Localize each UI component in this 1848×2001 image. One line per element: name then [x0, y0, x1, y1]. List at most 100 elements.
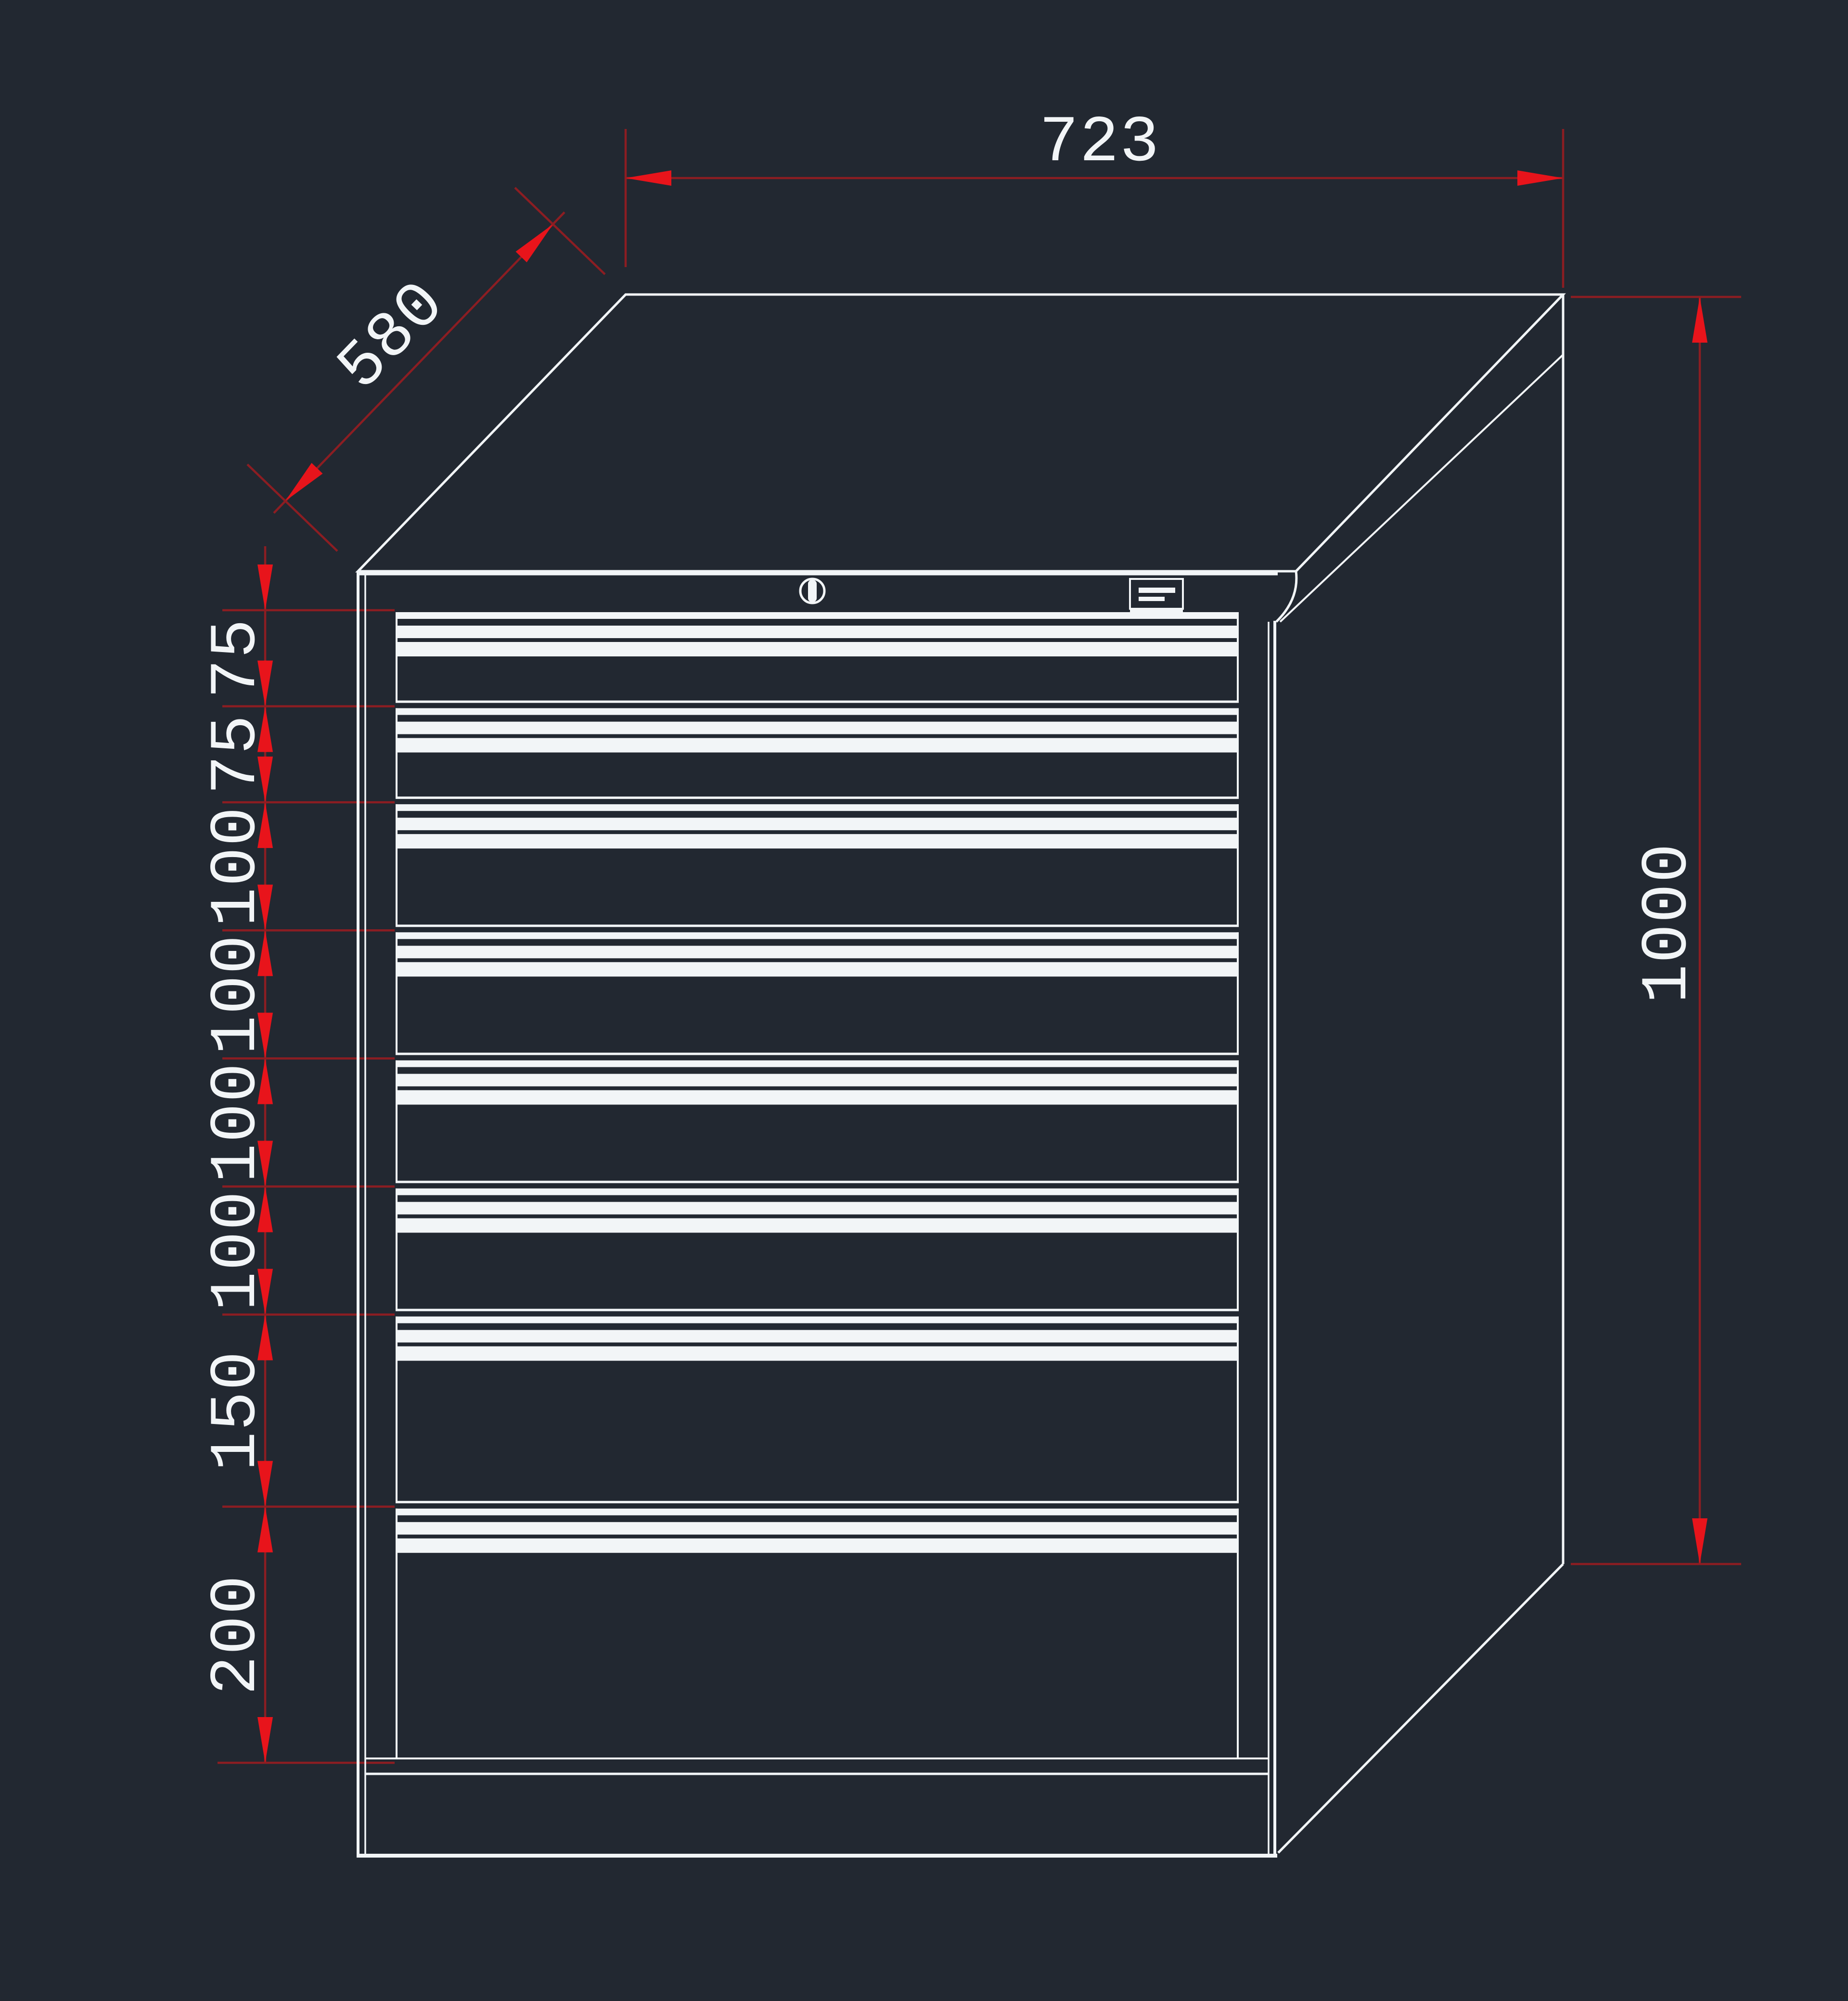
arrow-left-icon	[626, 170, 671, 186]
dim-chain-arrow-icon	[257, 564, 273, 610]
dim-chain-arrow-icon	[257, 1269, 273, 1315]
drawer-handle-band	[396, 1188, 1239, 1195]
dim-depth-text: 580	[324, 267, 461, 405]
drawer-handle-band	[396, 924, 1239, 927]
drawer-handle-band	[396, 1074, 1239, 1087]
drawer-right-edge	[1237, 932, 1239, 1054]
drawer-handle-band	[396, 1538, 1239, 1553]
drawer-handle-band	[396, 1052, 1239, 1055]
lock-cylinder-icon	[799, 577, 826, 604]
drawer-handle-band	[396, 804, 1239, 811]
dim-depth	[246, 187, 606, 552]
drawer-left-edge	[396, 1508, 398, 1758]
drawer-handle-band	[396, 642, 1239, 656]
drawer-handle-band	[396, 1522, 1239, 1535]
drawer-handle-band	[396, 708, 1239, 715]
drawer-left-edge	[396, 1188, 398, 1310]
drawer-height-label: 100	[200, 934, 274, 1055]
arrow-down-icon	[1692, 1518, 1707, 1564]
drawer-right-edge	[1237, 804, 1239, 926]
dim-chain-arrow-icon	[257, 1058, 273, 1104]
dim-top-width	[624, 129, 1565, 288]
drawer-handle-band	[396, 1330, 1239, 1343]
drawer-handle-band	[396, 1501, 1239, 1503]
drawer-handle-band	[396, 1060, 1239, 1067]
drawer-height-label: 200	[200, 1574, 274, 1695]
lock-keyway-icon	[808, 580, 817, 602]
drawer-handle-band	[396, 1316, 1239, 1323]
drawer-right-edge	[1237, 708, 1239, 798]
drawer-front	[396, 1060, 1239, 1183]
brand-label-plate	[1129, 578, 1184, 610]
arrow-right-icon	[1517, 170, 1563, 186]
dim-chain-arrow-icon	[257, 1314, 273, 1360]
dim-chain-arrow-icon	[257, 1461, 273, 1507]
drawer-front	[396, 612, 1239, 703]
drawer-handle-band	[396, 962, 1239, 977]
arrow-up-icon	[1692, 297, 1707, 343]
cabinet-body	[355, 293, 1566, 1858]
dim-chain-arrow-icon	[257, 1186, 273, 1232]
dim-chain-arrow-icon	[257, 930, 273, 976]
drawer-handle-band	[396, 818, 1239, 831]
drawer-height-label: 100	[200, 1190, 274, 1311]
drawer-front	[396, 1316, 1239, 1503]
dim-chain-arrow-icon	[257, 706, 273, 752]
drawer-handle-band	[396, 721, 1239, 734]
dim-chain-arrow-icon	[257, 1717, 273, 1763]
drawer-front	[396, 708, 1239, 799]
drawer-front	[396, 1508, 1239, 1758]
drawer-handle-band	[396, 834, 1239, 849]
arrow-lower-left-icon	[285, 462, 323, 501]
drawer-right-edge	[1237, 1188, 1239, 1310]
brand-label-text-mark	[1139, 588, 1175, 593]
drawer-right-edge	[1237, 1060, 1239, 1182]
side-panel-bottom-edge	[1277, 1563, 1564, 1854]
dim-chain-arrow-icon	[257, 1013, 273, 1059]
drawer-handle-band	[396, 1180, 1239, 1183]
drawer-handle-band	[396, 1508, 1239, 1515]
drawer-handle-band	[396, 946, 1239, 959]
drawer-right-edge	[1237, 1316, 1239, 1502]
drawer-handle-band	[396, 1090, 1239, 1105]
drawer-right-edge	[1237, 1508, 1239, 1758]
drawer-left-edge	[396, 612, 398, 702]
dim-chain-arrow-icon	[257, 1506, 273, 1552]
dim-line	[273, 211, 565, 514]
dim-height-text: 1000	[1631, 843, 1705, 1003]
dim-chain-arrow-icon	[257, 660, 273, 706]
drawer-height-label: 75	[200, 618, 274, 698]
dim-chain-arrow-icon	[257, 885, 273, 931]
drawer-height-label: 75	[200, 714, 274, 795]
dim-chain-arrow-icon	[257, 1141, 273, 1187]
top-right-chamfer	[1275, 571, 1298, 623]
dim-top-width-text: 723	[1040, 106, 1160, 180]
drawer-handle-band	[396, 700, 1239, 703]
drawer-front	[396, 932, 1239, 1055]
drawer-left-edge	[396, 932, 398, 1054]
dim-chain-arrow-icon	[257, 757, 273, 803]
brand-label-text-mark	[1139, 597, 1165, 601]
dim-ext-line	[246, 463, 338, 552]
drawer-front	[396, 804, 1239, 927]
drawer-handle-band	[396, 612, 1239, 619]
drawer-handle-band	[396, 1202, 1239, 1215]
drawer-left-edge	[396, 804, 398, 926]
drawer-front	[396, 1188, 1239, 1311]
drawer-handle-band	[396, 932, 1239, 939]
dim-ext-line	[514, 187, 606, 275]
drawer-left-edge	[396, 1060, 398, 1182]
drawer-height-label: 100	[200, 1062, 274, 1183]
dim-chain-arrow-icon	[257, 802, 273, 848]
dim-height	[1571, 295, 1741, 1565]
drawer-handle-band	[396, 626, 1239, 638]
drawer-height-label: 150	[200, 1350, 274, 1471]
cabinet-top-face	[355, 293, 1566, 573]
drawer-handle-band	[396, 796, 1239, 799]
cabinet-drawers	[396, 612, 1239, 1758]
drawer-right-edge	[1237, 612, 1239, 702]
drawer-handle-band	[396, 1218, 1239, 1233]
